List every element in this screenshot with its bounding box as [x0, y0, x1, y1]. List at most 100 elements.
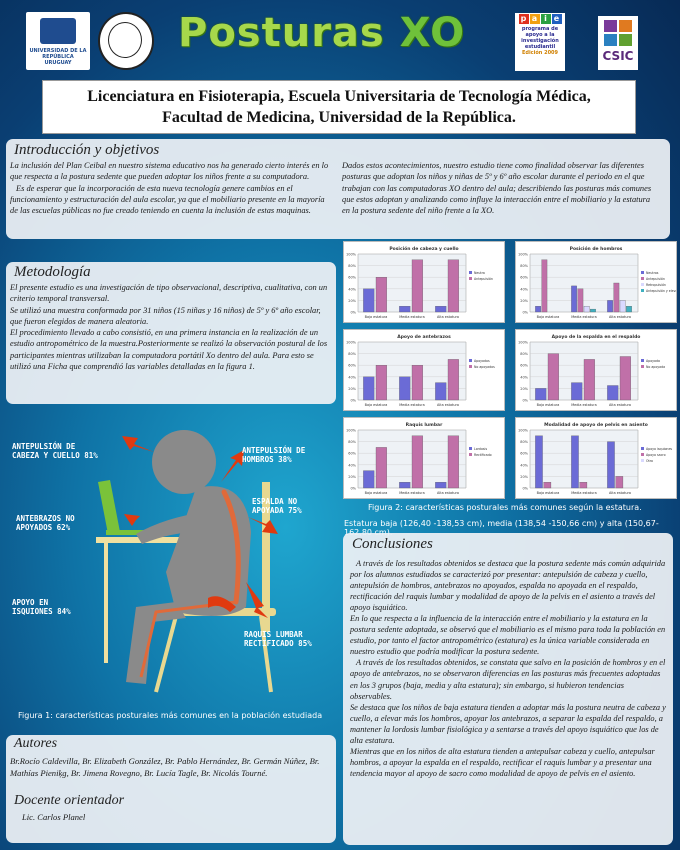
tick-label: 60% [348, 364, 356, 368]
label-hombros-line: ANTEPULSIÓN DE [242, 446, 306, 455]
category-label: Baja estatura [537, 315, 560, 319]
bar [626, 306, 632, 313]
bar [399, 306, 411, 313]
autores-text: Br.Rocío Caldevilla, Br. Elizabeth Gonzá… [10, 756, 320, 778]
tick-label: 20% [520, 475, 528, 479]
arrow-icon [221, 450, 244, 482]
docente-name: Lic. Carlos Planel [22, 812, 86, 822]
intro-paragraph: La inclusión del Plan Ceibal en nuestro … [10, 161, 329, 182]
tick-label: 80% [348, 440, 356, 444]
conclusiones-paragraph: A través de los resultados obtenidos se … [350, 559, 666, 613]
bar [607, 385, 619, 401]
category-label: Baja estatura [365, 491, 388, 495]
intro-text-left: La inclusión del Plan Ceibal en nuestro … [10, 160, 330, 216]
tick-label: 40% [520, 375, 528, 379]
arrow-icon [208, 596, 236, 612]
autores-panel [6, 735, 336, 843]
legend-entry: Apoyada [646, 359, 660, 363]
conclusiones-text: A través de los resultados obtenidos se … [350, 558, 668, 779]
bar [363, 288, 375, 313]
tick-label: 60% [520, 452, 528, 456]
paie-letter: p [518, 14, 529, 24]
legend-entry: Antepulsión y elevados [646, 289, 676, 293]
metodologia-text: El presente estudio es una investigación… [10, 282, 332, 372]
metodologia-panel [6, 262, 336, 404]
chart-title: Posición de cabeza y cuello [389, 245, 458, 252]
tick-label: 40% [348, 463, 356, 467]
legend-swatch [641, 289, 644, 292]
arrow-icon [124, 514, 146, 532]
bar [583, 306, 590, 313]
tick-label: 80% [520, 352, 528, 356]
label-antebrazos-line: ANTEBRAZOS NO [16, 514, 75, 523]
legend-entry: Apoyo sacro [646, 453, 666, 457]
chair-back [262, 482, 270, 632]
posture-arrows [122, 436, 278, 618]
tick-label: 20% [348, 475, 356, 479]
metodologia-paragraph: Se utilizó una muestra conformada por 31… [10, 305, 321, 326]
legend-swatch [469, 447, 472, 450]
legend-swatch [469, 271, 472, 274]
category-label: Baja estatura [365, 315, 388, 319]
figure-legs [126, 602, 186, 684]
bar [583, 359, 595, 401]
bar [619, 356, 631, 401]
tick-label: 100% [346, 341, 357, 345]
faculty-seal-logo [98, 12, 154, 70]
legend-swatch [641, 271, 644, 274]
bar [535, 306, 541, 313]
tick-label: 60% [348, 452, 356, 456]
tick-label: 0% [522, 399, 528, 403]
legend-swatch [641, 277, 644, 280]
figure-2-charts: Posición de cabeza y cuello 0% 20% 40% 60% 80… [343, 241, 677, 499]
metodologia-heading: Metodología [14, 264, 91, 280]
conclusiones-paragraph: Se destaca que los niños de baja estatur… [350, 702, 666, 745]
category-label: Media estatura [399, 403, 424, 407]
bar [543, 482, 552, 489]
label-isquiones-line: APOYO EN [12, 598, 49, 607]
figure-2-subcaption: Estatura baja (126,40 -138,53 cm), media… [344, 519, 659, 537]
legend-swatch [641, 447, 644, 450]
legend-swatch [469, 359, 472, 362]
label-espalda-line: APOYADA 75% [252, 506, 302, 515]
paie-logo-text: programa de apoyo a la investigación est… [521, 26, 559, 50]
tick-label: 40% [520, 463, 528, 467]
bar [541, 259, 548, 313]
metodologia-paragraph: El presente estudio es una investigación… [10, 283, 328, 304]
tick-label: 80% [348, 264, 356, 268]
laptop-base [106, 530, 144, 535]
figure-head [152, 430, 216, 494]
tick-label: 60% [348, 276, 356, 280]
tick-label: 20% [520, 299, 528, 303]
figure-arm [136, 512, 211, 544]
bar [399, 376, 411, 401]
conclusiones-paragraph: A través de los resultados obtenidos, se… [350, 658, 666, 701]
label-raquis-line: RECTIFICADO 85% [244, 639, 312, 648]
chart-title: Apoyo de la espalda en el respaldo [552, 334, 641, 340]
bar [411, 435, 423, 489]
chart-title: Modalidad de apoyo de pelvis en asiento [544, 422, 648, 428]
tick-label: 0% [350, 311, 356, 315]
csic-logo: CSIC [598, 16, 638, 70]
paie-letter: e [551, 14, 562, 24]
bar [411, 259, 423, 313]
tick-label: 100% [518, 429, 529, 433]
label-cabeza-line: CABEZA Y CUELLO 81% [12, 451, 98, 460]
header-line-1: Licenciatura en Fisioterapia, Escuela Un… [87, 88, 591, 105]
title-main: Posturas [178, 10, 400, 56]
tick-label: 40% [520, 287, 528, 291]
intro-heading: Introducción y objetivos [14, 142, 160, 158]
bar [363, 376, 375, 401]
category-label: Media estatura [399, 315, 424, 319]
legend-entry: Lordosis [474, 447, 487, 451]
legend-entry: Rectificado [474, 453, 492, 457]
category-label: Alta estatura [609, 491, 631, 495]
header-line-2: Facultad de Medicina, Universidad de la … [162, 109, 516, 126]
